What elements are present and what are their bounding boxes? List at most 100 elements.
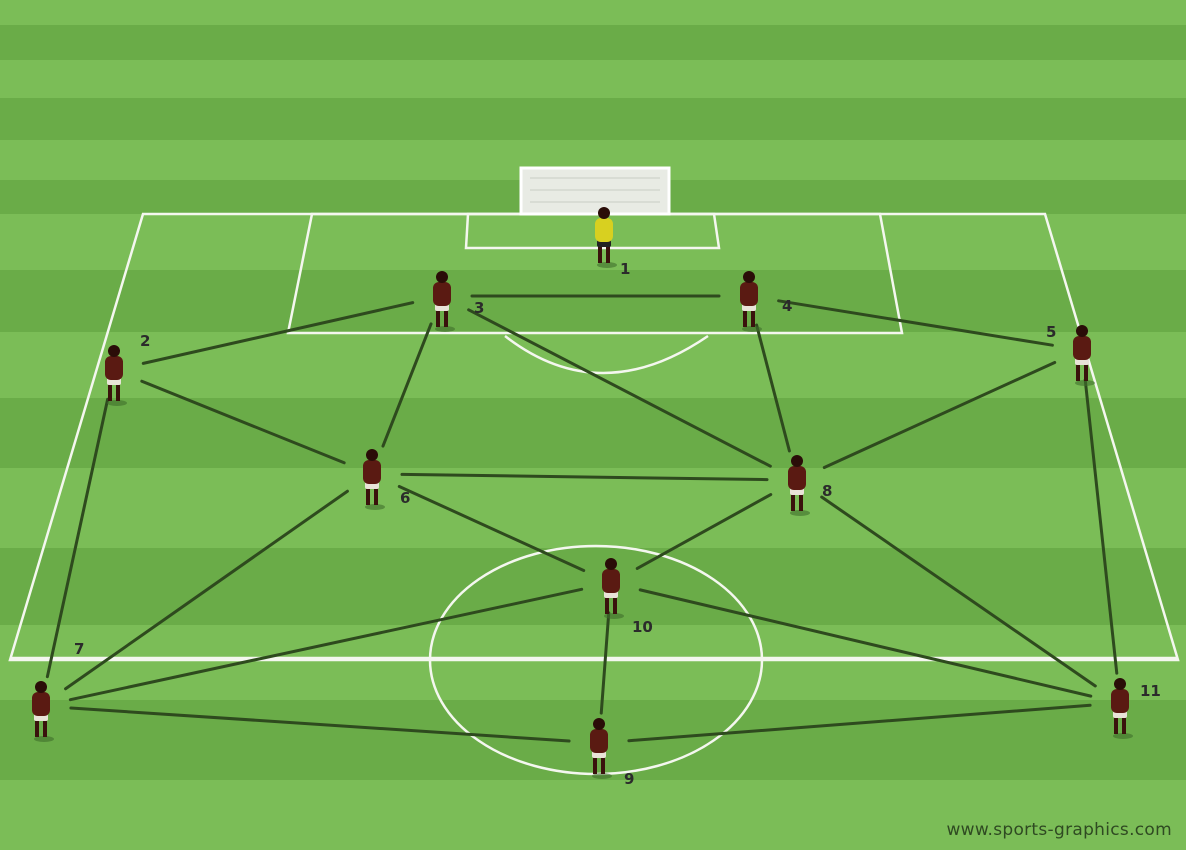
player: 2	[105, 332, 150, 406]
pass-line	[635, 493, 773, 570]
player-leg	[444, 308, 448, 327]
player-leg	[366, 486, 370, 505]
player-shirt	[788, 466, 806, 490]
pitch-markings	[8, 166, 1180, 776]
grass-stripe	[0, 0, 1186, 25]
grass-stripe	[0, 270, 1186, 332]
player-number-label: 5	[1046, 323, 1056, 341]
player-shirt	[105, 356, 123, 380]
pass-line	[140, 379, 346, 465]
player-shadow	[592, 773, 612, 779]
player-head	[598, 207, 610, 219]
player-leg	[799, 492, 803, 511]
player-head	[743, 271, 755, 283]
goalkeeper: 1	[595, 207, 630, 278]
player-number-label: 3	[474, 299, 484, 317]
grass-stripe	[0, 398, 1186, 468]
player-shirt	[590, 729, 608, 753]
player-leg	[791, 492, 795, 511]
grass-stripe	[0, 625, 1186, 700]
player: 7	[32, 640, 84, 742]
player-shadow	[1075, 380, 1095, 386]
player-shadow	[107, 400, 127, 406]
player-leg	[436, 308, 440, 327]
grass-stripe	[0, 60, 1186, 98]
pass-line	[64, 489, 349, 691]
player-shirt	[32, 692, 50, 716]
pass-line	[400, 472, 769, 482]
penalty-arc	[504, 334, 709, 375]
player-leg	[1084, 362, 1088, 381]
player: 11	[1111, 678, 1161, 739]
player-head	[791, 455, 803, 467]
pass-lines	[45, 294, 1119, 743]
player-shirt	[433, 282, 451, 306]
player-head	[366, 449, 378, 461]
player-leg	[743, 308, 747, 327]
watermark: www.sports-graphics.com	[946, 820, 1172, 840]
player-head	[605, 558, 617, 570]
pass-line	[638, 588, 1093, 698]
pass-line	[467, 308, 772, 468]
pass-line	[1083, 378, 1119, 675]
player-shadow	[34, 736, 54, 742]
player-leg	[593, 755, 597, 774]
player-leg	[613, 595, 617, 614]
player-shirt	[363, 460, 381, 484]
player: 3	[433, 271, 484, 332]
grass-stripe	[0, 548, 1186, 625]
player-leg	[108, 382, 112, 401]
player-shirt	[602, 569, 620, 593]
grass-stripe	[0, 25, 1186, 60]
player-shadow	[604, 613, 624, 619]
player-leg	[605, 595, 609, 614]
pass-line	[777, 299, 1054, 347]
player-head	[108, 345, 120, 357]
player-head	[1076, 325, 1088, 337]
player-leg	[601, 755, 605, 774]
player-head	[1114, 678, 1126, 690]
player-head	[35, 681, 47, 693]
player-shadow	[1113, 733, 1133, 739]
player-number-label: 4	[782, 297, 792, 315]
player-shadow	[790, 510, 810, 516]
player-leg	[43, 718, 47, 737]
pass-line	[822, 360, 1057, 470]
player-shirt	[1111, 689, 1129, 713]
pass-line	[68, 587, 584, 702]
pass-line	[627, 703, 1092, 743]
grass-stripe	[0, 98, 1186, 140]
player-number-label: 9	[624, 770, 634, 788]
player-number-label: 11	[1140, 682, 1161, 700]
pass-line	[45, 397, 110, 679]
player-shadow	[597, 262, 617, 268]
goal-net	[530, 177, 660, 203]
players: 1 2 3 4 5 6 7 8 9 10 11	[32, 207, 1161, 788]
player-leg	[606, 244, 610, 263]
pass-line	[141, 301, 415, 365]
player-leg	[35, 718, 39, 737]
pass-line	[397, 484, 586, 573]
player-shadow	[742, 326, 762, 332]
grass-stripe	[0, 468, 1186, 548]
pass-line	[381, 322, 433, 448]
player-number-label: 10	[632, 618, 653, 636]
player: 10	[602, 558, 653, 636]
player: 8	[788, 455, 832, 516]
player: 9	[590, 718, 634, 788]
player: 4	[740, 271, 792, 332]
pass-line	[755, 323, 791, 453]
player-leg	[1114, 715, 1118, 734]
player-leg	[374, 486, 378, 505]
grass-stripe	[0, 214, 1186, 270]
player-leg	[1122, 715, 1126, 734]
player-leg	[1076, 362, 1080, 381]
player-shadow	[435, 326, 455, 332]
player-shirt	[740, 282, 758, 306]
player-number-label: 6	[400, 489, 410, 507]
player-leg	[751, 308, 755, 327]
player-shirt	[595, 218, 613, 242]
